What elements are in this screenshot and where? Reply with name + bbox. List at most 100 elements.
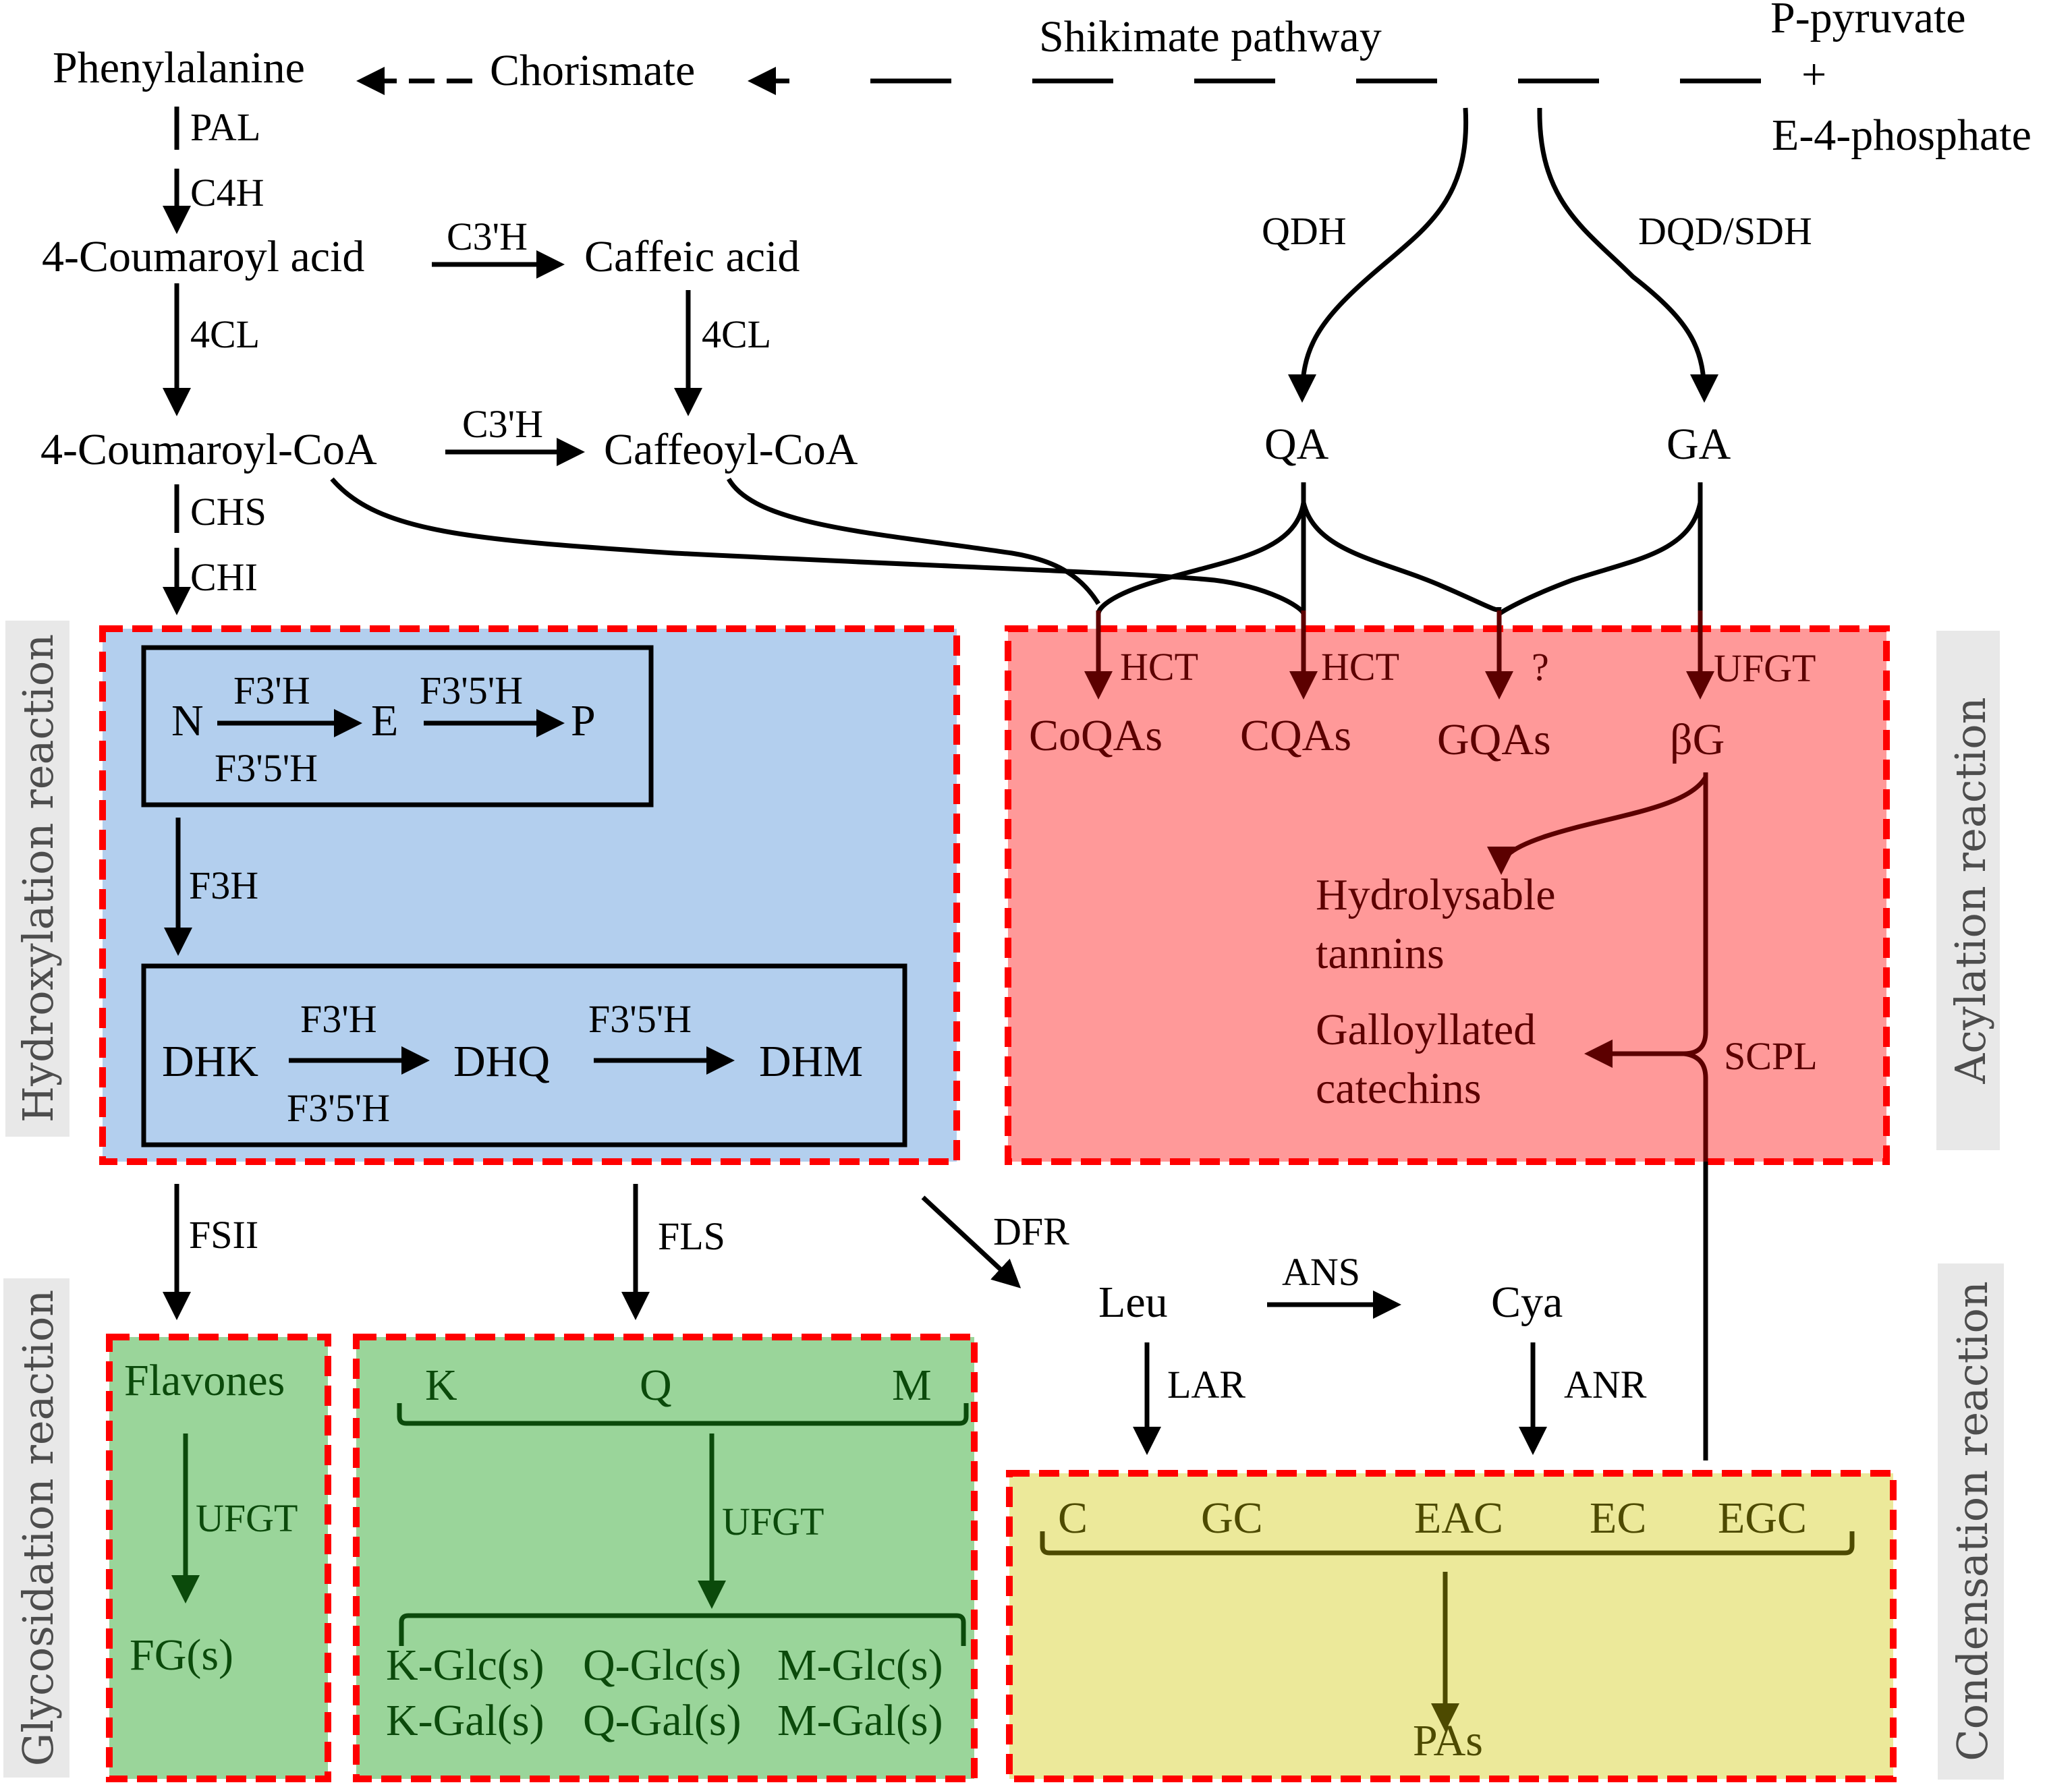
pas-label: PAs [1413,1716,1483,1765]
m-gal-label: M-Gal(s) [777,1696,943,1745]
cqas-label: CQAs [1240,711,1351,760]
arrow-shikimate-to-ga [1537,107,1718,403]
ga-branch-to-gqas [1497,502,1703,616]
arrow-beta-g-to-hydrolysable-tannins [1487,776,1708,875]
coumaroyl-coa-label: 4-Coumaroyl-CoA [40,425,377,474]
hct-enzyme-label-2: HCT [1321,645,1399,689]
caffeic-acid-label: Caffeic acid [584,232,800,281]
4cl-enzyme-label-1: 4CL [190,312,260,356]
coqas-label: CoQAs [1029,711,1163,760]
side-label-acylation: Acylation reaction [1936,631,2000,1150]
chi-enzyme-label: CHI [190,555,258,599]
p-pyruvate-label: P-pyruvate [1770,0,1966,42]
k-gal-label: K-Gal(s) [386,1696,544,1745]
f3h-label-top-b: F3'H [300,997,377,1041]
galloyllated-label: Galloyllated [1316,1005,1536,1054]
ufgt-enzyme-label-acyl: UFGT [1714,646,1816,690]
hct-enzyme-label-1: HCT [1120,645,1198,689]
ufgt-enzyme-label-1: UFGT [196,1496,298,1540]
tannins-label: tannins [1316,929,1445,978]
chs-enzyme-label: CHS [190,490,267,534]
gc-label: GC [1201,1494,1263,1543]
flavanone-box [141,645,654,807]
e-label: E [371,696,398,745]
eac-label: EAC [1414,1494,1503,1543]
q-label: Q [640,1361,672,1410]
cya-label: Cya [1491,1278,1563,1327]
acylation-region [1005,625,1890,1165]
f3h-enzyme-label: F3H [189,863,258,907]
f3h-label-top: F3'H [233,669,310,712]
ec-label: EC [1590,1494,1646,1543]
coumaroyl-acid-label: 4-Coumaroyl acid [42,232,364,281]
c3h-enzyme-label-2: C3'H [462,402,543,446]
flavones-glycosidation-region [106,1334,331,1782]
qdh-enzyme-label: QDH [1262,209,1347,253]
arrow-shikimate-to-qa [1288,107,1469,403]
qa-branch-to-coqas [1096,502,1306,615]
ufgt-enzyme-label-2: UFGT [722,1500,824,1543]
f35h-label-bottom-b: F3'5'H [287,1086,390,1130]
svg-text:Condensation reaction: Condensation reaction [1948,1281,1997,1761]
ans-enzyme-label: ANS [1282,1250,1360,1294]
c3h-enzyme-label-1: C3'H [447,215,528,258]
curve-coumaroyl-coa-to-cqas [330,477,1306,615]
k-label: K [425,1361,457,1410]
curve-caffeoyl-coa-to-coqas [726,478,1100,605]
side-label-hydroxylation: Hydroxylation reaction [5,621,69,1137]
f35h-label-top: F3'5'H [420,669,523,712]
pal-enzyme-label: PAL [190,105,260,149]
k-glc-label: K-Glc(s) [386,1641,544,1690]
anr-enzyme-label: ANR [1564,1363,1647,1407]
svg-text:Hydroxylation reaction: Hydroxylation reaction [13,634,63,1123]
egc-label: EGC [1718,1494,1807,1543]
hydroxylation-region [99,625,960,1165]
dhk-label: DHK [162,1037,258,1086]
dihydroflavonol-box [141,963,907,1147]
dqd-sdh-enzyme-label: DQD/SDH [1638,209,1812,253]
gqas-label: GQAs [1437,715,1551,764]
phenylalanine-label: Phenylalanine [53,43,305,92]
leu-label: Leu [1098,1278,1168,1327]
scpl-enzyme-label: SCPL [1724,1034,1818,1078]
f35h-label-bottom: F3'5'H [215,746,318,790]
q-glc-label: Q-Glc(s) [583,1641,741,1690]
m-glc-label: M-Glc(s) [777,1641,943,1690]
dhm-label: DHM [759,1037,863,1086]
side-label-glycosidation: Glycosidation reaction [3,1278,69,1778]
caffeoyl-coa-label: Caffeoyl-CoA [604,425,858,474]
dfr-arrow [921,1195,1021,1288]
qa-branch-to-gqas [1301,502,1502,613]
fls-enzyme-label: FLS [658,1214,725,1258]
flavonol-bracket-bottom [399,1613,966,1646]
hydrolysable-label: Hydrolysable [1316,870,1556,919]
flavonol-bracket-top [397,1403,969,1426]
fsii-enzyme-label: FSII [189,1213,258,1257]
catechin-bracket [1040,1531,1855,1556]
beta-g-label: βG [1670,715,1725,764]
p-label: P [571,696,596,745]
e4-phosphate-label: E-4-phosphate [1772,111,2032,160]
c4h-enzyme-label: C4H [190,171,264,215]
dhq-label: DHQ [453,1037,550,1086]
n-label: N [171,696,204,745]
fgs-label: FG(s) [130,1630,233,1680]
side-label-condensation: Condensation reaction [1938,1263,2004,1780]
4cl-enzyme-label-2: 4CL [702,312,771,356]
catechins-label: catechins [1316,1064,1482,1113]
c-label: C [1058,1494,1088,1543]
svg-text:Glycosidation reaction: Glycosidation reaction [13,1290,63,1766]
flavones-label: Flavones [124,1356,285,1405]
m-label: M [892,1361,932,1410]
svg-text:Acylation reaction: Acylation reaction [1946,697,1995,1084]
qa-label: QA [1264,420,1329,469]
dfr-enzyme-label: DFR [993,1210,1069,1253]
plus-sign: + [1801,50,1826,99]
shikimate-pathway-label: Shikimate pathway [1039,12,1382,61]
chorismate-label: Chorismate [490,46,695,95]
flavonols-glycosidation-region [353,1334,978,1782]
ga-label: GA [1667,420,1731,469]
unknown-enzyme-label: ? [1532,645,1549,689]
q-gal-label: Q-Gal(s) [583,1696,741,1745]
